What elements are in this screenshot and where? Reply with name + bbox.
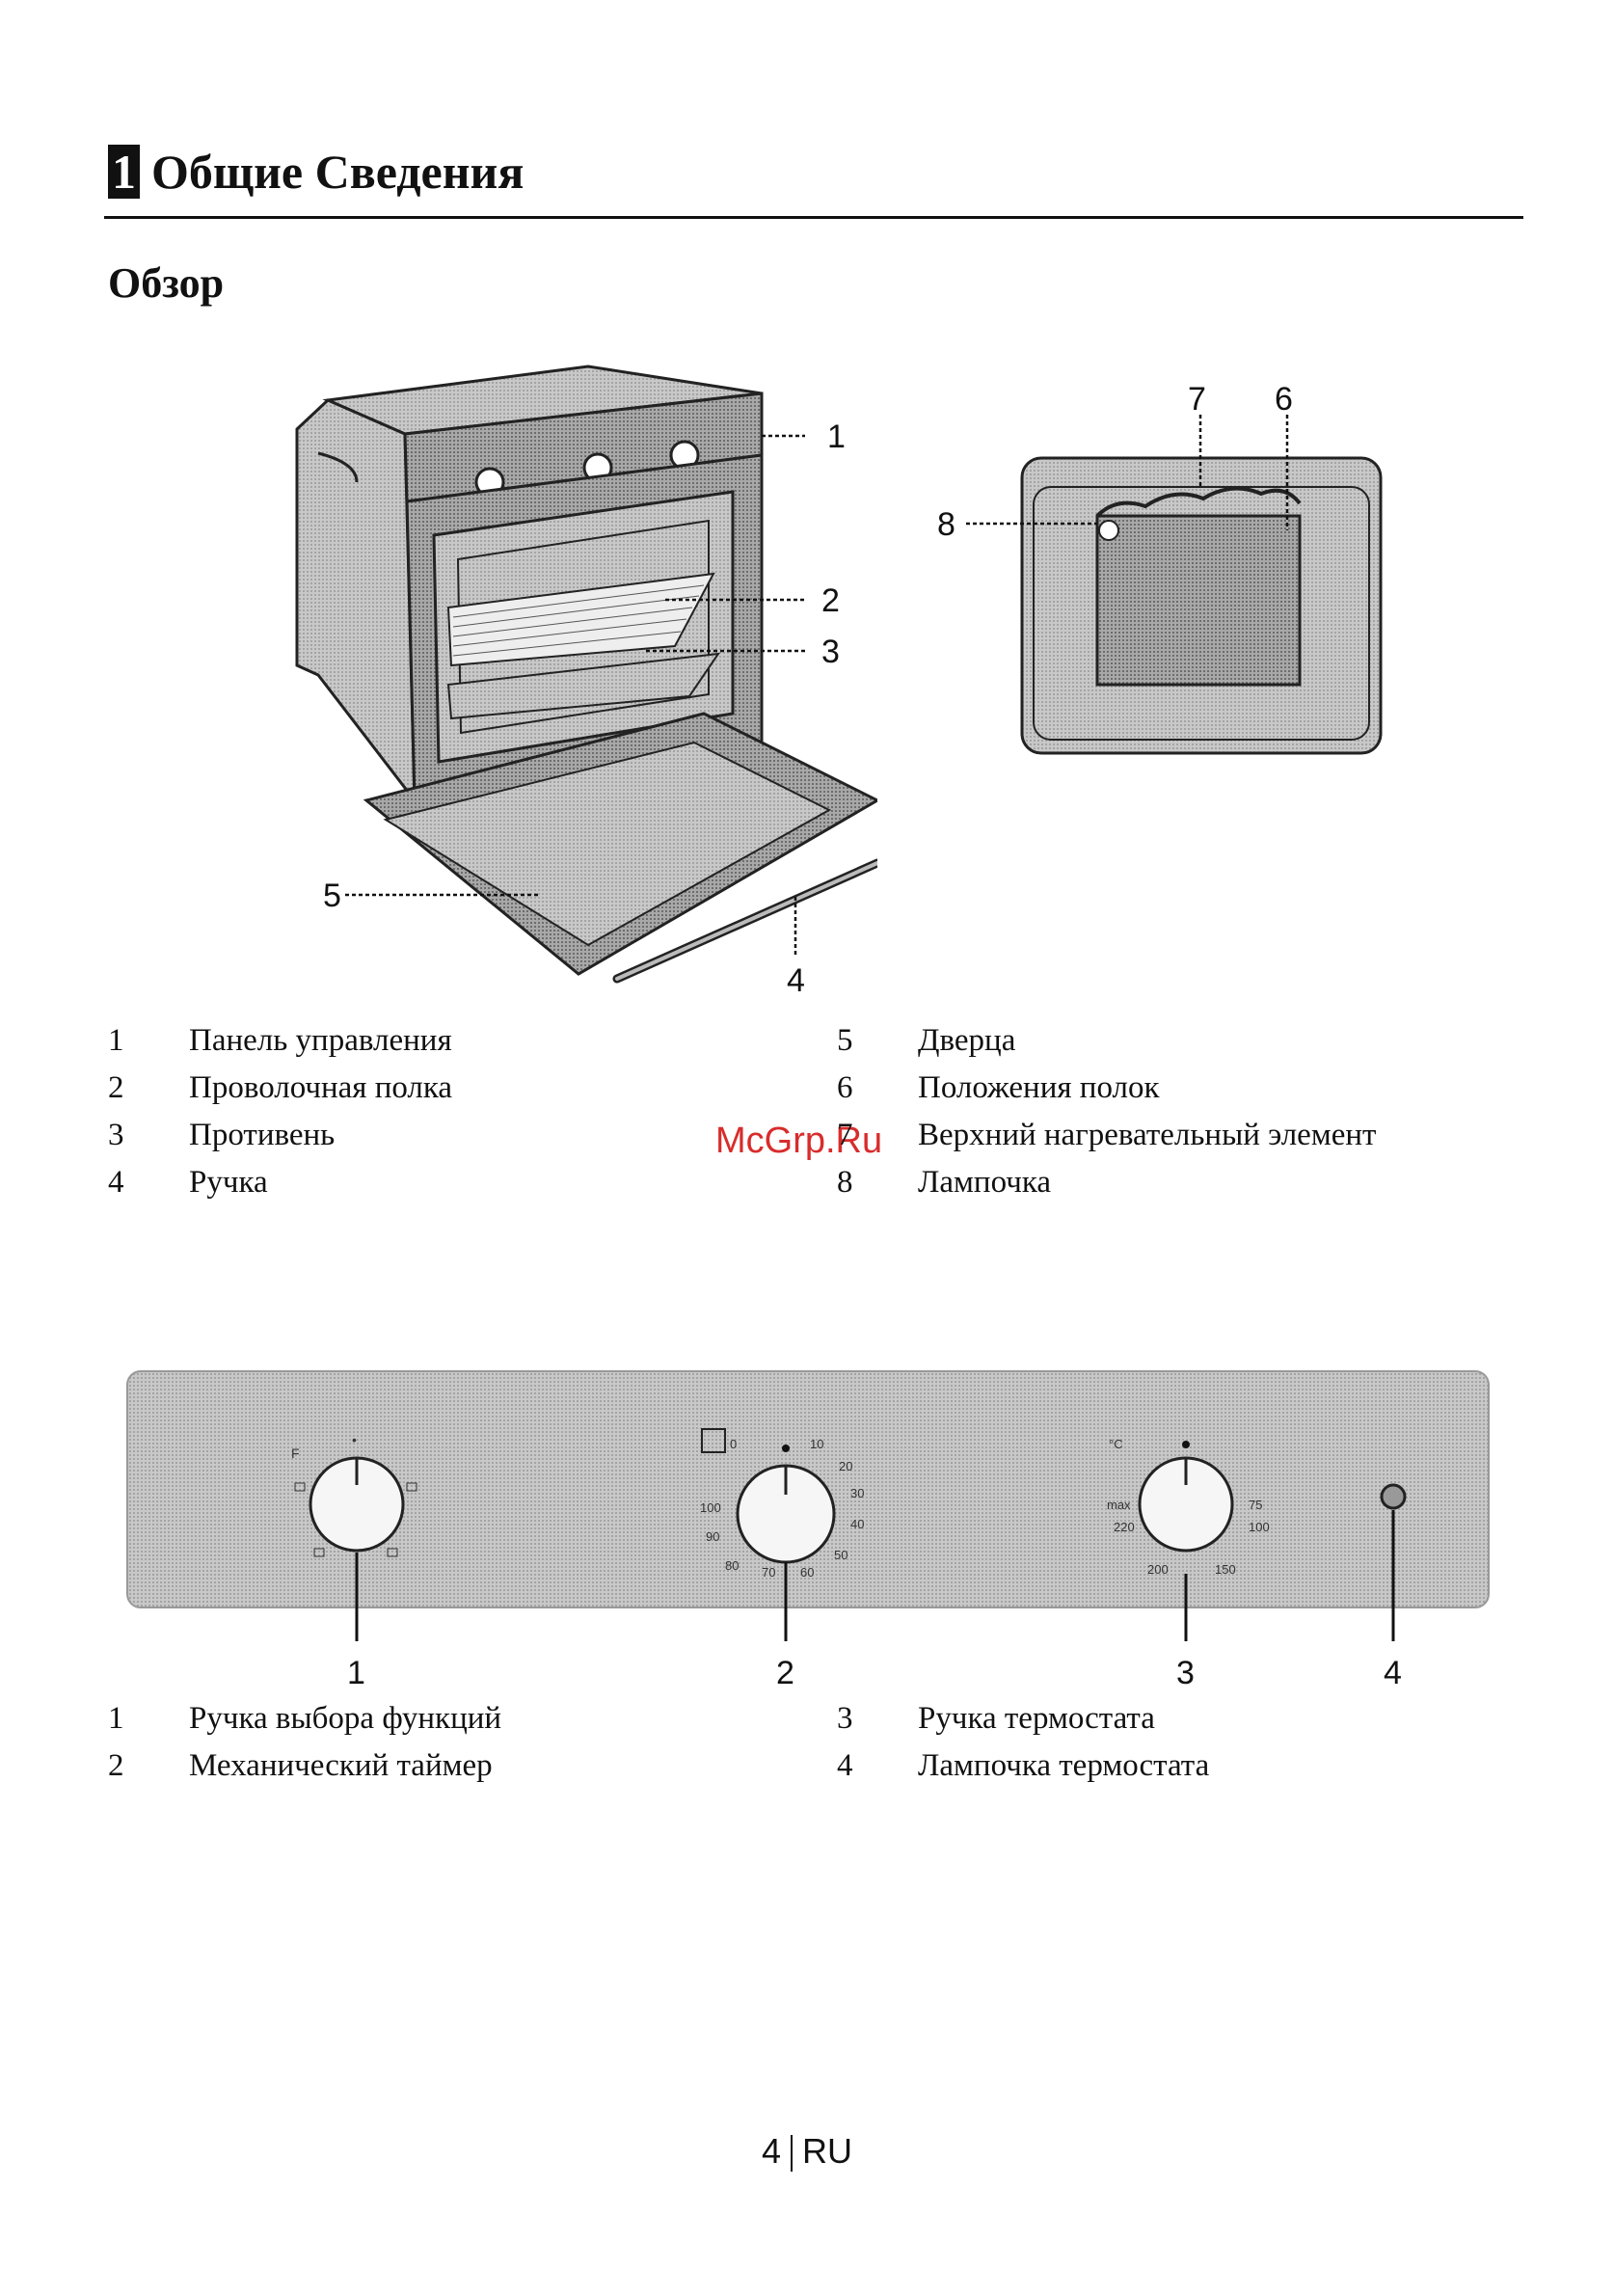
- callout-4: 4: [787, 962, 805, 999]
- callout-6: 6: [1275, 381, 1293, 418]
- svg-text:75: 75: [1249, 1498, 1262, 1512]
- subheading: Обзор: [108, 259, 225, 307]
- svg-text:20: 20: [839, 1459, 852, 1473]
- svg-text:60: 60: [800, 1565, 814, 1580]
- section-number: 1: [108, 145, 140, 199]
- thermostat-lamp: [1380, 1483, 1407, 1510]
- page-footer: 4 RU: [0, 2131, 1614, 2173]
- page-number: 4: [761, 2131, 782, 2171]
- language-code: RU: [802, 2131, 853, 2171]
- svg-text:100: 100: [700, 1500, 721, 1515]
- heading-rule: [104, 216, 1523, 219]
- svg-text:0: 0: [730, 1437, 737, 1451]
- svg-text:10: 10: [810, 1437, 823, 1451]
- svg-text:50: 50: [834, 1548, 847, 1562]
- function-knob: •F: [291, 1432, 417, 1557]
- thermostat-knob: °C max 220 200 150 100 75: [1107, 1437, 1270, 1577]
- callout-2: 2: [821, 582, 840, 619]
- control-panel-illustration: •F 0 10 20 30 40 50 60 70 80 90 100: [126, 1370, 1490, 1688]
- timer-knob: 0 10 20 30 40 50 60 70 80 90 100: [700, 1428, 864, 1580]
- svg-text:F: F: [291, 1445, 300, 1461]
- panel-callout-2: 2: [776, 1655, 794, 1688]
- svg-text:200: 200: [1147, 1562, 1169, 1577]
- footer-separator: [791, 2135, 794, 2173]
- callout-1: 1: [827, 419, 846, 455]
- svg-text:150: 150: [1215, 1562, 1236, 1577]
- svg-text:90: 90: [706, 1529, 719, 1544]
- svg-text:100: 100: [1249, 1520, 1270, 1534]
- svg-text:40: 40: [850, 1517, 864, 1531]
- svg-text:•: •: [352, 1432, 357, 1447]
- panel-callout-4: 4: [1384, 1655, 1402, 1688]
- callout-8: 8: [937, 506, 955, 543]
- panel-callout-1: 1: [347, 1655, 365, 1688]
- section-title: Общие Сведения: [151, 145, 525, 199]
- oven-illustration: 1 2 3 4 5: [295, 365, 877, 999]
- svg-text:70: 70: [762, 1565, 775, 1580]
- panel-callout-3: 3: [1176, 1655, 1195, 1688]
- svg-text:220: 220: [1114, 1520, 1135, 1534]
- cavity-illustration: 7 6 8: [937, 381, 1383, 755]
- callout-5: 5: [323, 878, 341, 914]
- svg-text:30: 30: [850, 1486, 864, 1500]
- callout-7: 7: [1188, 381, 1206, 418]
- svg-text:80: 80: [725, 1558, 739, 1573]
- svg-text:°C: °C: [1109, 1437, 1123, 1451]
- svg-text:max: max: [1107, 1498, 1131, 1512]
- callout-3: 3: [821, 634, 840, 670]
- section-heading: 1 Общие Сведения: [108, 145, 524, 199]
- watermark: McGrp.Ru: [715, 1121, 883, 1161]
